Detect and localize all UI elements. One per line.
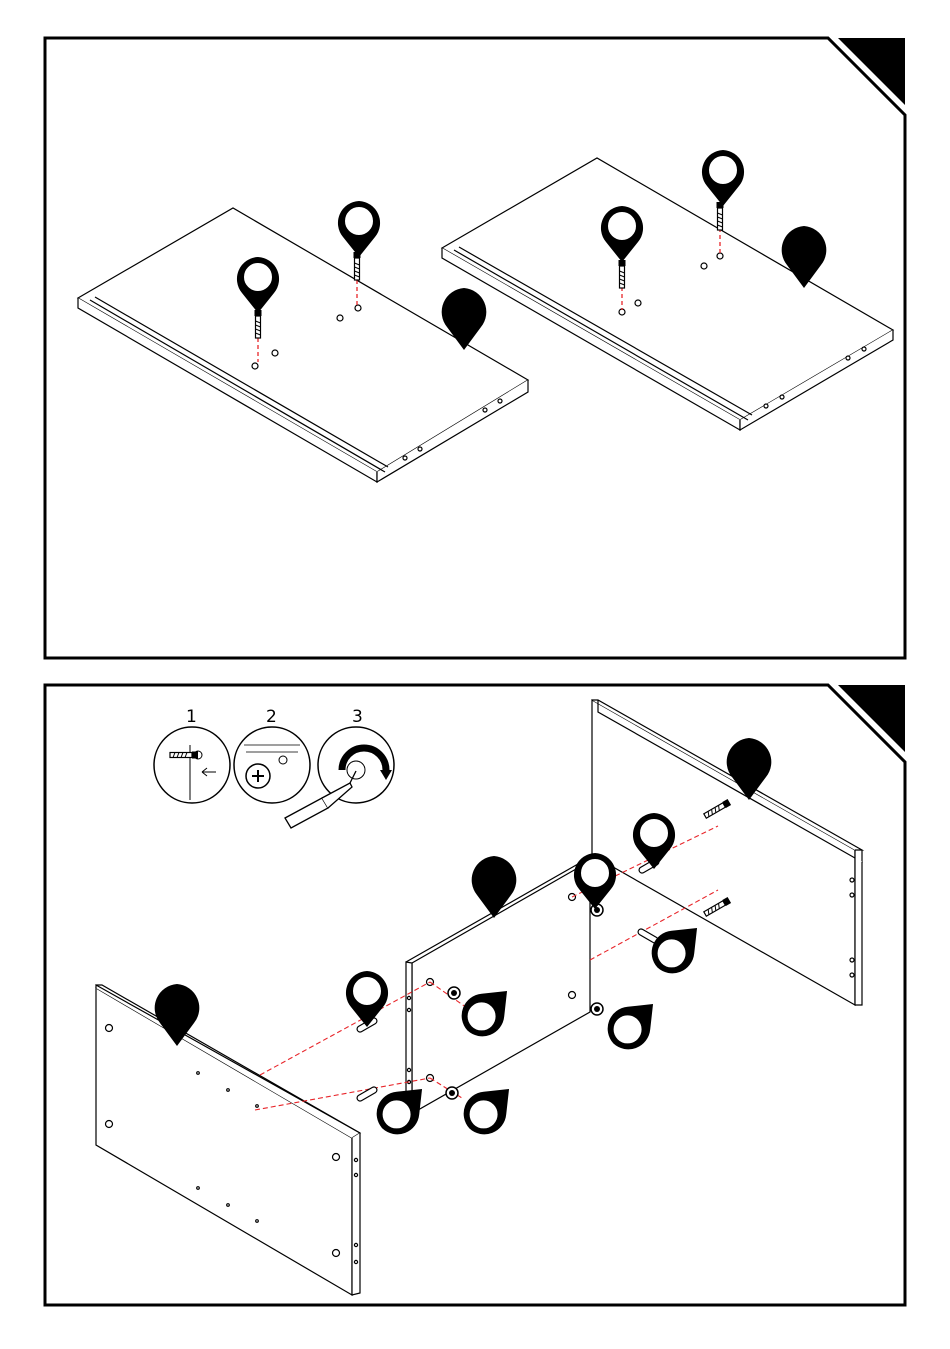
detail-step-number: 1 bbox=[186, 707, 197, 727]
panel-top bbox=[45, 38, 905, 658]
detail-step-number: 2 bbox=[266, 707, 277, 727]
panel-bottom: 1 2 3 bbox=[45, 685, 905, 1305]
screw-icon bbox=[717, 202, 724, 230]
screw-icon bbox=[619, 260, 626, 288]
cam-nut-icon bbox=[448, 987, 460, 999]
cam-nut-icon bbox=[446, 1087, 458, 1099]
detail-step-number: 3 bbox=[352, 707, 363, 727]
screw-icon bbox=[170, 752, 198, 759]
screw-icon bbox=[255, 310, 262, 338]
cam-nut-icon bbox=[591, 1003, 603, 1015]
